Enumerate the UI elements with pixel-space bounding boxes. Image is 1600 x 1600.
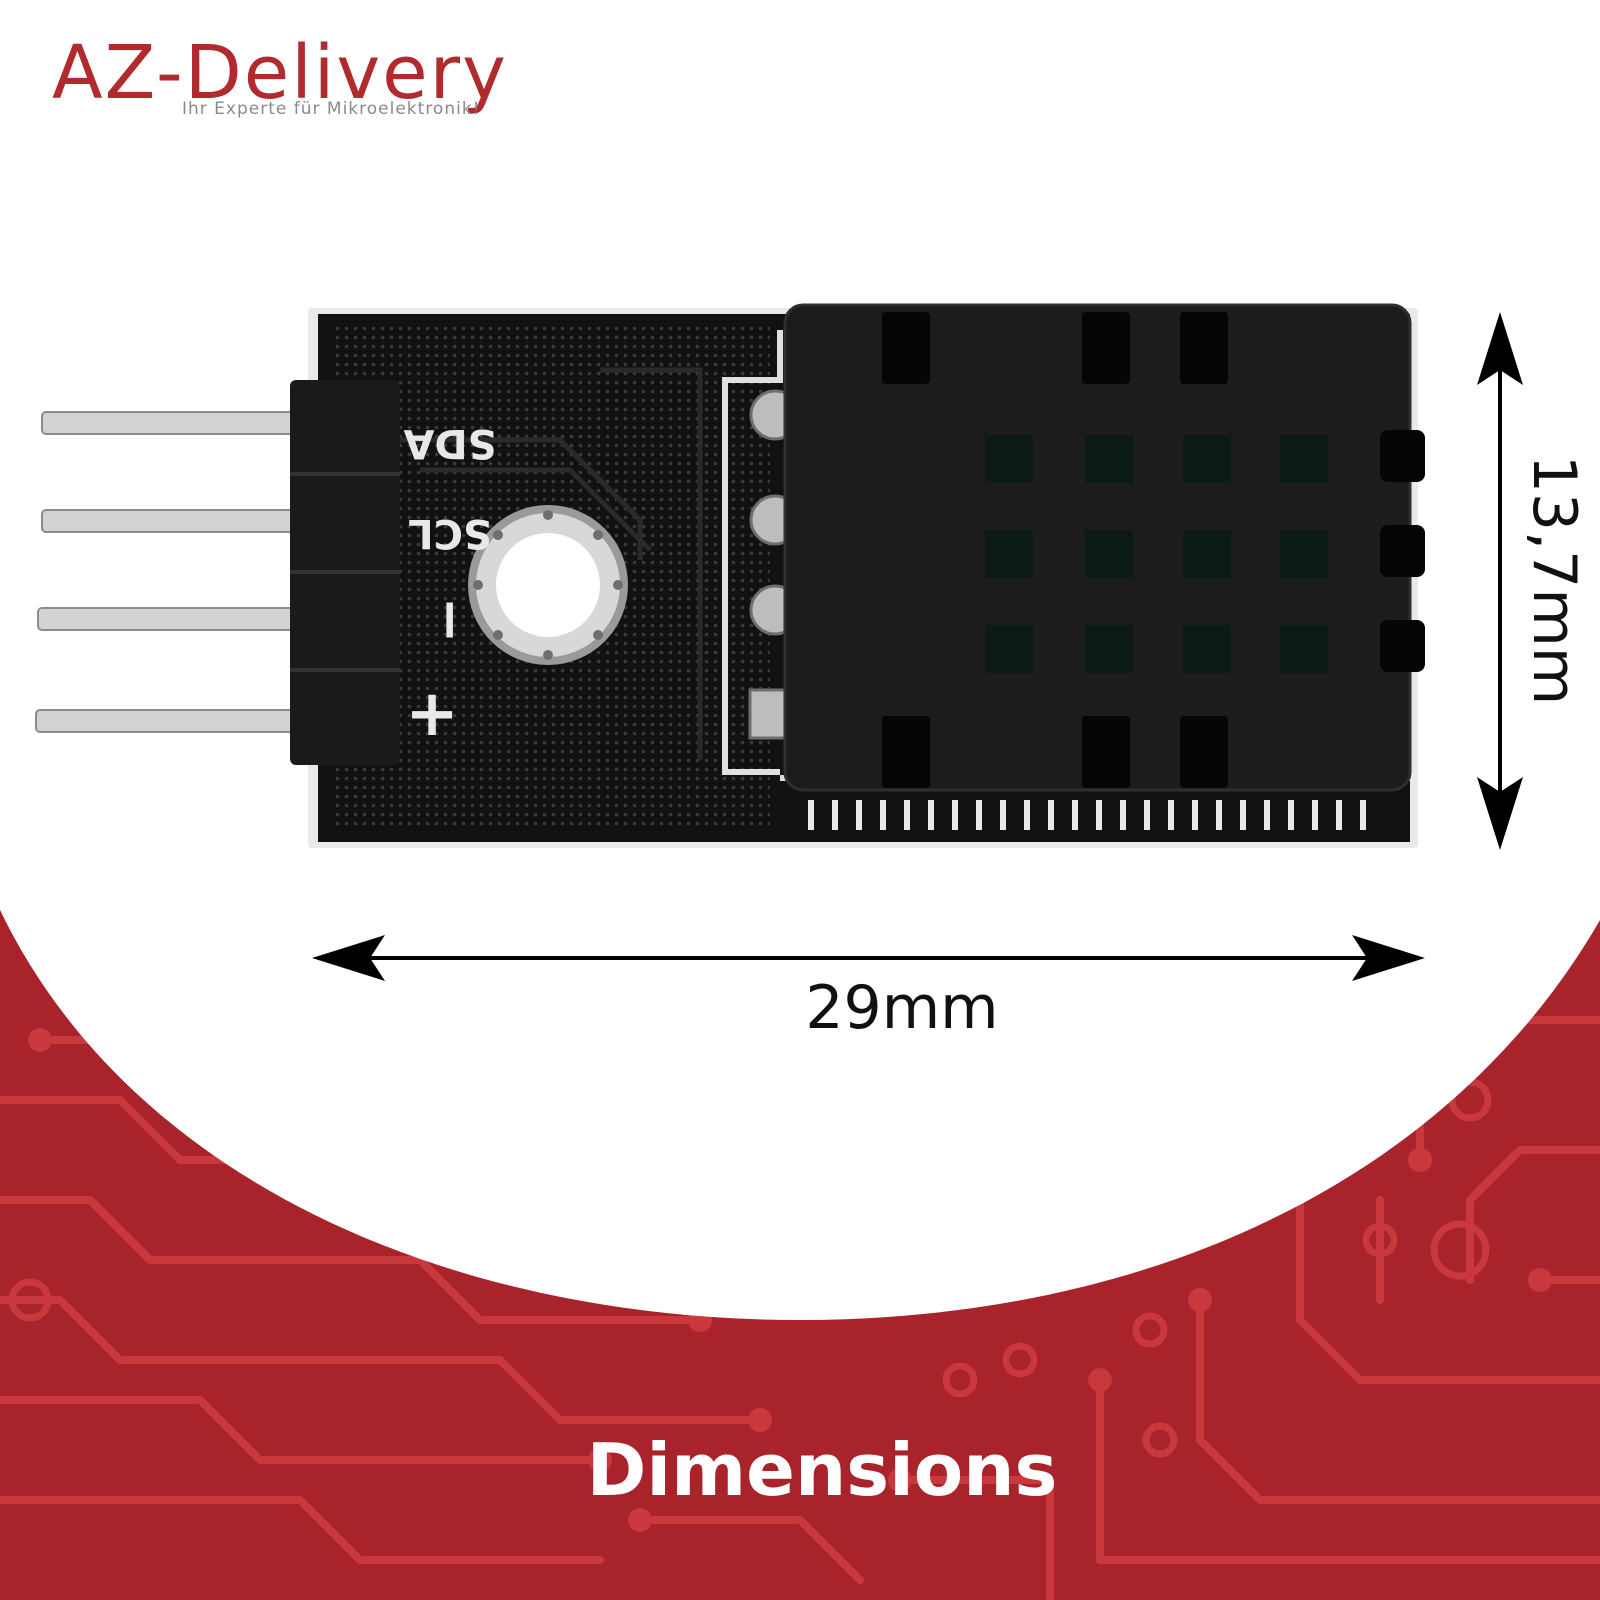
pin-label-sda: SDA bbox=[403, 420, 496, 466]
logo-wordmark: AZ-Delivery bbox=[52, 30, 508, 116]
pin-header bbox=[290, 380, 400, 765]
brand-logo: AZ-Delivery Ihr Experte für Mikroelektro… bbox=[52, 30, 508, 119]
height-label: 13,7mm bbox=[1519, 455, 1589, 706]
width-dimension: 29mm bbox=[312, 935, 1425, 1043]
logo-tagline: Ihr Experte für Mikroelektronik! bbox=[182, 99, 480, 119]
height-dimension: 13,7mm bbox=[1477, 312, 1589, 850]
sensor-housing bbox=[783, 303, 1425, 792]
mounting-hole bbox=[468, 505, 628, 665]
pin-label-plus: + bbox=[405, 677, 459, 751]
width-label: 29mm bbox=[805, 973, 998, 1043]
pin-label-scl: SCL bbox=[408, 510, 492, 556]
pin-label-minus: − bbox=[418, 597, 483, 644]
page-title: Dimensions bbox=[587, 1428, 1058, 1512]
